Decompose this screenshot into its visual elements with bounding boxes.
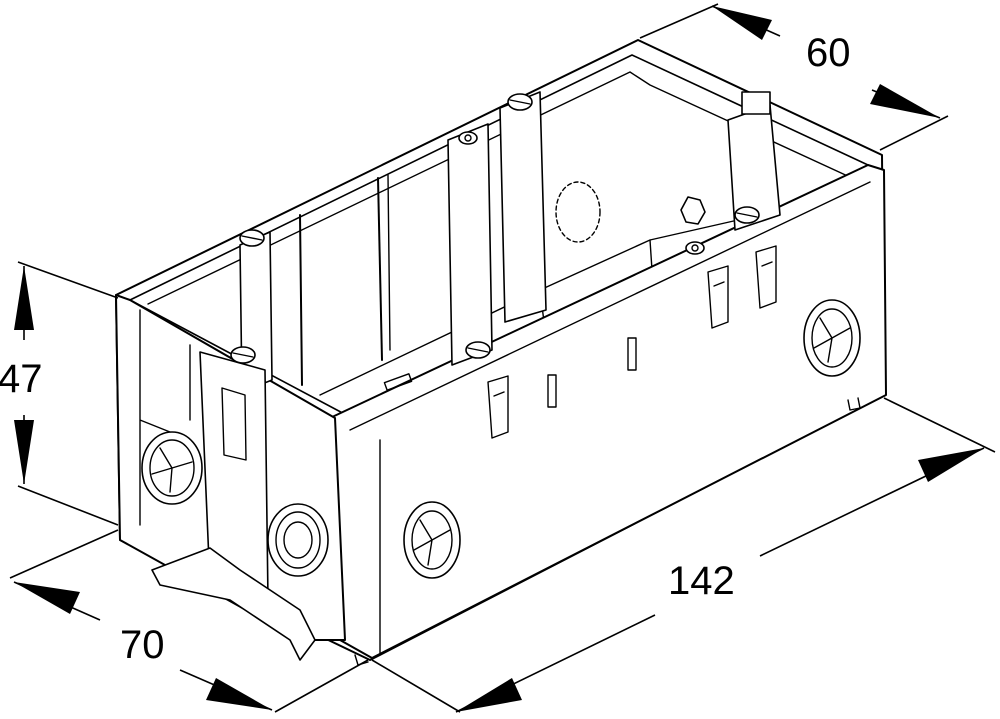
junction-box	[115, 39, 887, 666]
clamp-screw-head-right	[741, 91, 771, 115]
screw-icon	[465, 341, 491, 359]
dimension-length	[371, 397, 996, 713]
din-clip-window	[221, 387, 247, 461]
dimension-width	[639, 3, 949, 151]
knockout-grommet-icon	[267, 503, 329, 577]
din-clip-foot	[151, 547, 316, 661]
screw-icon	[230, 346, 256, 364]
knockout-grommet-icon	[803, 299, 861, 377]
knockout-grommet-icon	[403, 501, 461, 579]
screw-icon	[239, 229, 265, 247]
guide-slot-1	[299, 214, 303, 386]
dimension-height-label: 47	[0, 357, 43, 401]
screw-icon	[507, 93, 533, 111]
partition-right	[499, 91, 547, 323]
knockouts	[141, 299, 861, 579]
dimension-depth	[9, 529, 369, 713]
knockout-grommet-icon	[141, 431, 203, 505]
hex-nut	[680, 196, 706, 225]
screw-icon	[685, 241, 705, 255]
guide-slot-2	[377, 177, 383, 361]
dimension-width-label: 60	[806, 31, 851, 75]
dimension-height	[14, 261, 119, 526]
screws	[230, 93, 760, 364]
dimension-depth-label: 70	[120, 623, 165, 667]
dimension-length-label: 142	[668, 559, 735, 603]
partition-middle	[447, 123, 493, 366]
back-wall-knockout	[555, 181, 601, 243]
screw-icon	[734, 206, 760, 224]
front-face-slots	[383, 245, 777, 439]
screw-icon	[458, 131, 478, 145]
box-front-face-edge	[349, 181, 871, 656]
guide-slot-3	[387, 174, 391, 351]
